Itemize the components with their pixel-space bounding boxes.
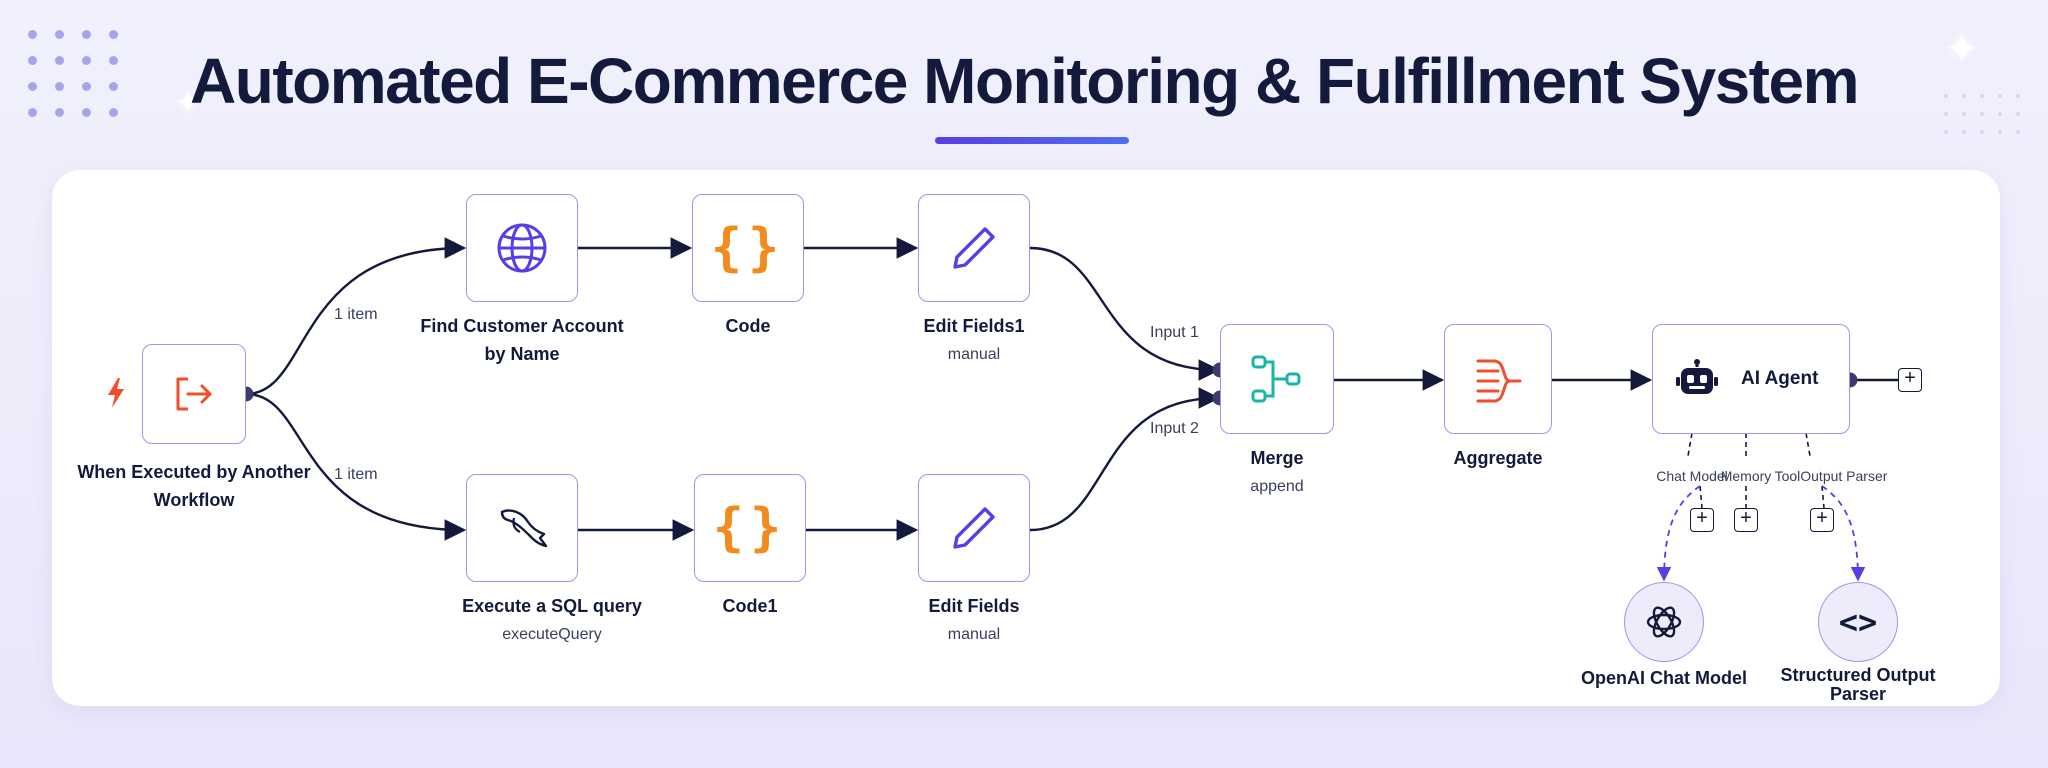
- node-ai-agent-label: AI Agent: [1741, 368, 1819, 389]
- sparkle-icon: ✦: [1944, 25, 1980, 72]
- slot-label-memory: Memory: [1720, 468, 1772, 484]
- node-aggregate-label: Aggregate: [1453, 448, 1543, 468]
- node-find-customer-label: Find Customer Account by Name: [420, 316, 624, 364]
- merge-icon: [1251, 355, 1301, 403]
- edge-parser-structured: [1821, 485, 1866, 582]
- node-structured-output-parser[interactable]: <>: [1818, 582, 1898, 662]
- edge-edit1-merge: [1029, 246, 1221, 381]
- node-parser-label: Structured Output Parser: [1780, 665, 1936, 704]
- slot-label-output-parser: ToolOutput Parser: [1774, 468, 1888, 484]
- node-trigger-label: When Executed by Another Workflow: [77, 462, 311, 510]
- edge-edit-merge: [1029, 387, 1221, 532]
- node-code1[interactable]: {}: [694, 474, 806, 582]
- edge-trigger-find: [245, 237, 467, 396]
- slot-label-chat-model: Chat Model: [1656, 468, 1728, 484]
- node-edit-fields[interactable]: [918, 474, 1030, 582]
- add-node-button[interactable]: +: [1898, 368, 1922, 392]
- node-merge-sub: append: [1250, 478, 1304, 495]
- node-openai-chat-model[interactable]: [1624, 582, 1704, 662]
- code-brackets-icon: <>: [1838, 603, 1878, 641]
- node-sql[interactable]: [466, 474, 578, 582]
- robot-icon: [1676, 359, 1718, 394]
- page-title: Automated E-Commerce Monitoring & Fulfil…: [190, 45, 1859, 117]
- node-merge-label: Merge: [1250, 448, 1304, 468]
- node-trigger[interactable]: [142, 344, 246, 444]
- node-edit-fields1[interactable]: [918, 194, 1030, 302]
- pencil-icon: [953, 227, 995, 269]
- mysql-dolphin-icon: [500, 509, 548, 548]
- node-ai-agent[interactable]: AI Agent: [1652, 324, 1850, 434]
- node-edit-fields1-label: Edit Fields1: [923, 316, 1025, 336]
- node-sql-sub: executeQuery: [502, 626, 602, 643]
- pencil-icon: [953, 507, 995, 549]
- braces-icon: {}: [712, 498, 788, 558]
- node-edit-fields-label: Edit Fields: [928, 596, 1020, 616]
- edge-label-input2: Input 2: [1150, 420, 1199, 437]
- node-aggregate[interactable]: [1444, 324, 1552, 434]
- node-find-customer[interactable]: [466, 194, 578, 302]
- node-code1-label: Code1: [722, 596, 778, 616]
- decor-dots-right: [1944, 94, 2020, 134]
- globe-icon: [497, 223, 547, 273]
- sparkle-icon: ✦: [174, 84, 203, 122]
- openai-icon: [1646, 606, 1682, 638]
- edge-trigger-sql: [245, 392, 467, 541]
- node-code-label: Code: [725, 316, 771, 336]
- workflow-canvas: 1 item 1 item Input 1 Input 2 When Execu…: [52, 170, 2000, 706]
- braces-icon: {}: [710, 218, 786, 278]
- edge-label-bottom: 1 item: [334, 466, 378, 483]
- add-memory-button[interactable]: +: [1734, 508, 1758, 532]
- node-merge[interactable]: [1220, 324, 1334, 434]
- decor-dots: [28, 30, 119, 117]
- exit-icon: [176, 377, 212, 411]
- edge-chatmodel-openai: [1656, 485, 1701, 582]
- node-code[interactable]: {}: [692, 194, 804, 302]
- node-edit-fields-sub: manual: [947, 626, 1001, 643]
- title-underline: [935, 137, 1129, 144]
- add-output-parser-button[interactable]: +: [1810, 508, 1834, 532]
- lightning-icon: [108, 378, 124, 408]
- node-openai-label: OpenAI Chat Model: [1581, 668, 1747, 688]
- edge-label-top: 1 item: [334, 306, 378, 323]
- edge-label-input1: Input 1: [1150, 324, 1199, 341]
- aggregate-icon: [1476, 359, 1522, 403]
- node-edit-fields1-sub: manual: [947, 346, 1001, 363]
- add-chat-model-button[interactable]: +: [1690, 508, 1714, 532]
- node-sql-label: Execute a SQL query: [462, 596, 642, 616]
